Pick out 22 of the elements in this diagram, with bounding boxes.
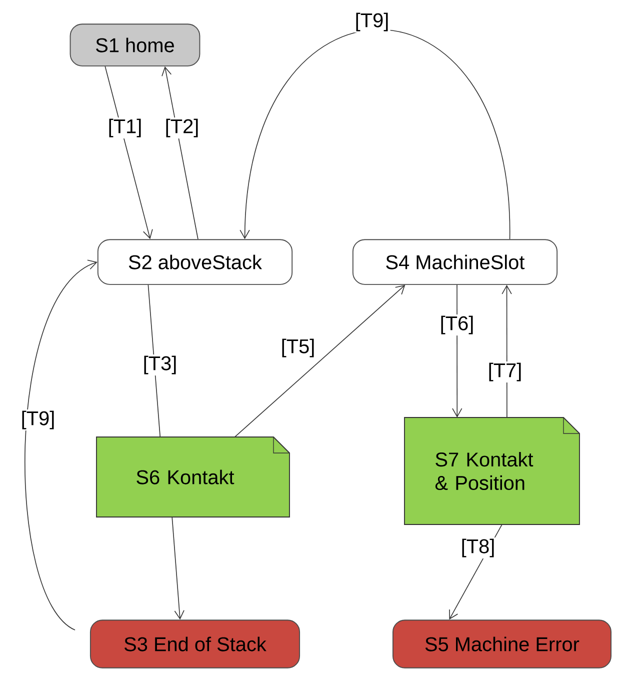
arrow [240,29,510,240]
edge-label: [T6] [438,314,476,336]
edge-label: [T2] [164,118,200,138]
edge-label: [T9] [20,410,56,430]
arrow [162,66,198,240]
arrow [24,260,98,630]
note-box: S7 Kontakt & Position [404,417,580,525]
note-box: S6 Kontakt [96,436,290,518]
state-box: S5 Machine Error [392,620,612,668]
edge-label: [T1] [106,118,144,138]
arrow [104,66,153,240]
state-box: S1 home [70,24,200,66]
edge-label: [T3] [142,354,178,376]
edge-label: [T9] [354,12,390,32]
arrow [172,516,184,620]
edge-label: [T5] [280,338,316,358]
edge-label: [T8] [460,538,496,558]
edge-label: [T7] [486,362,524,382]
arrow [234,284,406,438]
state-box: S2 aboveStack [97,239,293,285]
state-box: S3 End of Stack [90,620,300,668]
state-box: S4 MachineSlot [352,239,558,285]
